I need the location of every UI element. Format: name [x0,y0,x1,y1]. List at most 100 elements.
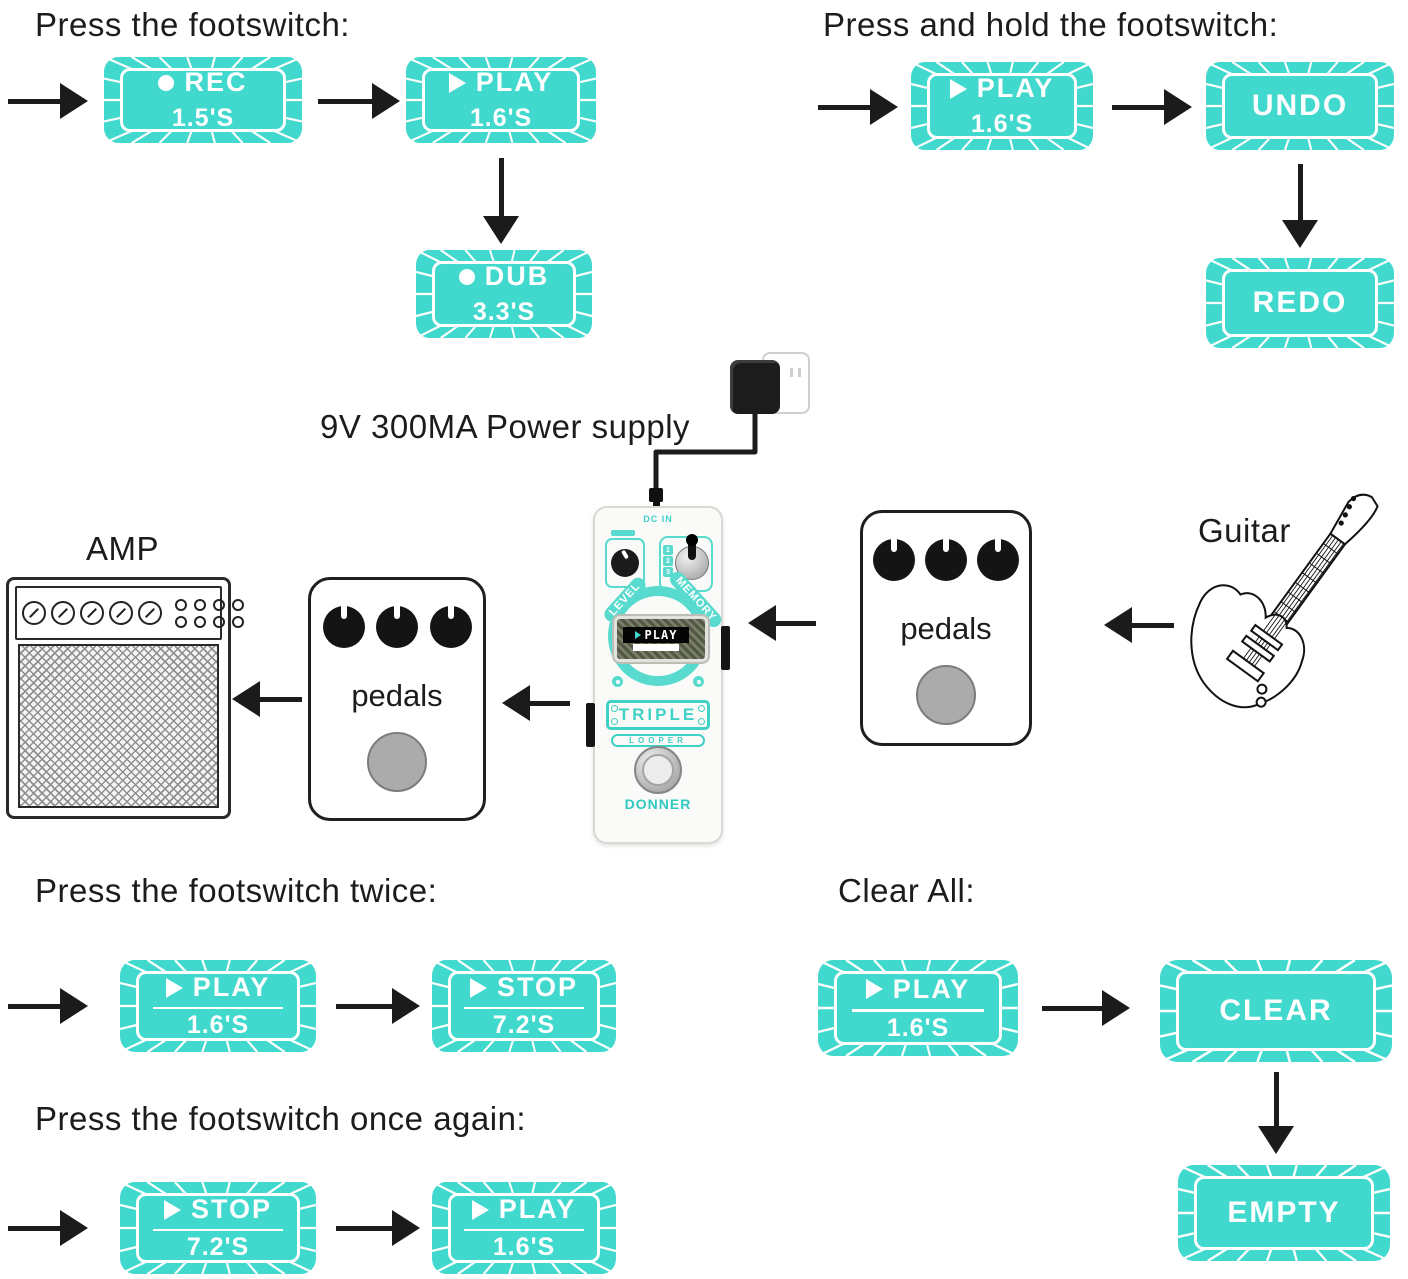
triple-looper-pedal: DC IN 1 2 3 LEVEL MEMORY PLAY TRIPLE LOO… [586,506,730,844]
pedal-footswitch [916,665,976,725]
amp-knob [109,601,133,625]
flow-arrow-right [336,1210,420,1246]
amplifier [6,577,244,819]
ring-screw [612,676,623,687]
flow-arrow-right [336,988,420,1024]
pedals-label: pedals [900,611,992,646]
record-icon [158,74,175,91]
display-play-icon [634,631,641,639]
badge-label: PLAY [892,973,971,1004]
level-knob-plate [605,530,645,588]
power-supply-label: 9V 300MA Power supply [320,408,691,445]
flow-arrow-down [1282,164,1318,248]
screen-badge-play: PLAY 1.6'S [406,57,596,143]
flow-arrow-right [1042,990,1130,1026]
badge-divider [153,1007,283,1009]
amp-knob [80,601,104,625]
pedal-footswitch [367,732,427,792]
badge-label: PLAY [475,67,554,97]
amp-jacks [175,598,244,628]
flow-arrow-right [8,1210,88,1246]
section-title-press-hold: Press and hold the footswitch: [823,6,1279,43]
screen-badge-undo: UNDO [1206,62,1394,150]
pedal-knob [925,539,967,581]
badge-label: STOP [190,1194,273,1224]
badge-label: EMPTY [1227,1196,1341,1229]
amp-control-panel [15,586,244,640]
input-jack [721,626,730,670]
screen-badge-play: PLAY 1.6'S [818,960,1018,1056]
flow-arrow-down [1258,1072,1294,1154]
looper-footswitch [634,746,682,794]
dc-in-label: DC IN [643,514,673,524]
pedals-label: pedals [351,678,443,713]
flow-arrow-down [483,158,519,244]
section-title-press-again: Press the footswitch once again: [35,1100,527,1137]
badge-label: CLEAR [1219,994,1333,1027]
flow-arrow-right [818,89,898,125]
amp-label: AMP [86,530,160,567]
screen-badge-clear: CLEAR [1160,960,1392,1062]
pedals-box-right: pedals [860,510,1032,746]
badge-time: 1.6'S [886,1013,950,1042]
guitar-illustration [1190,493,1379,709]
screen-badge-stop: STOP 7.2'S [432,960,616,1052]
screen-badge-play: PLAY 1.6'S [432,1182,616,1274]
flow-arrow-right [8,988,88,1024]
badge-divider [464,1229,584,1231]
pedals-box-left: pedals [308,577,486,821]
play-icon [949,78,967,99]
pedal-knob [376,606,418,648]
section-title-press-twice: Press the footswitch twice: [35,872,438,909]
badge-divider [851,1008,985,1012]
badge-label: UNDO [1251,89,1349,122]
screen-badge-redo: REDO [1206,258,1394,348]
badge-label: PLAY [192,972,271,1002]
brand-logo: DONNER [624,796,692,812]
flow-arrow-right [1112,89,1192,125]
screen-badge-dub: DUB 3.3'S [416,250,592,338]
display-progress-bar [633,644,679,651]
amp-knob [51,601,75,625]
amp-grille [18,644,219,808]
dc-plug [649,488,663,502]
flow-arrow-left [502,685,570,721]
badge-label: REC [184,67,248,97]
output-jack [586,703,595,747]
section-title-clear-all: Clear All: [838,872,976,909]
badge-label: DUB [484,261,550,291]
badge-label: PLAY [976,73,1055,103]
play-icon [471,1199,489,1220]
guitar-label: Guitar [1198,512,1291,549]
dc-plug-tip [653,501,660,508]
power-adapter [730,360,780,414]
flow-arrow-left [1104,607,1174,643]
badge-label: REDO [1252,286,1348,319]
screen-badge-play: PLAY 1.6'S [120,960,316,1052]
badge-time: 3.3'S [472,298,536,326]
badge-time: 1.6'S [492,1233,556,1261]
flow-arrow-left [232,681,302,717]
screen-badge-rec: REC 1.5'S [104,57,302,143]
power-cable [653,414,758,492]
badge-label: PLAY [498,1194,577,1224]
pedal-knob [322,606,365,648]
badge-time: 7.2'S [492,1011,556,1039]
screen-badge-play: PLAY 1.6'S [911,62,1093,150]
badge-time: 7.2'S [186,1233,250,1261]
section-title-press: Press the footswitch: [35,6,350,43]
badge-time: 1.5'S [171,104,235,132]
badge-label: STOP [496,972,579,1002]
flow-arrow-right [8,83,88,119]
flow-arrow-left [748,605,816,641]
play-icon [469,977,487,998]
screen-badge-empty: EMPTY [1178,1165,1390,1261]
triple-nameplate: TRIPLE [606,700,710,730]
badge-time: 1.6'S [469,104,533,132]
play-icon [163,1199,181,1220]
badge-time: 1.6'S [186,1011,250,1039]
play-icon [448,72,466,93]
pedal-knob [977,539,1019,581]
amp-knob [138,601,162,625]
pedal-knob [873,539,915,581]
